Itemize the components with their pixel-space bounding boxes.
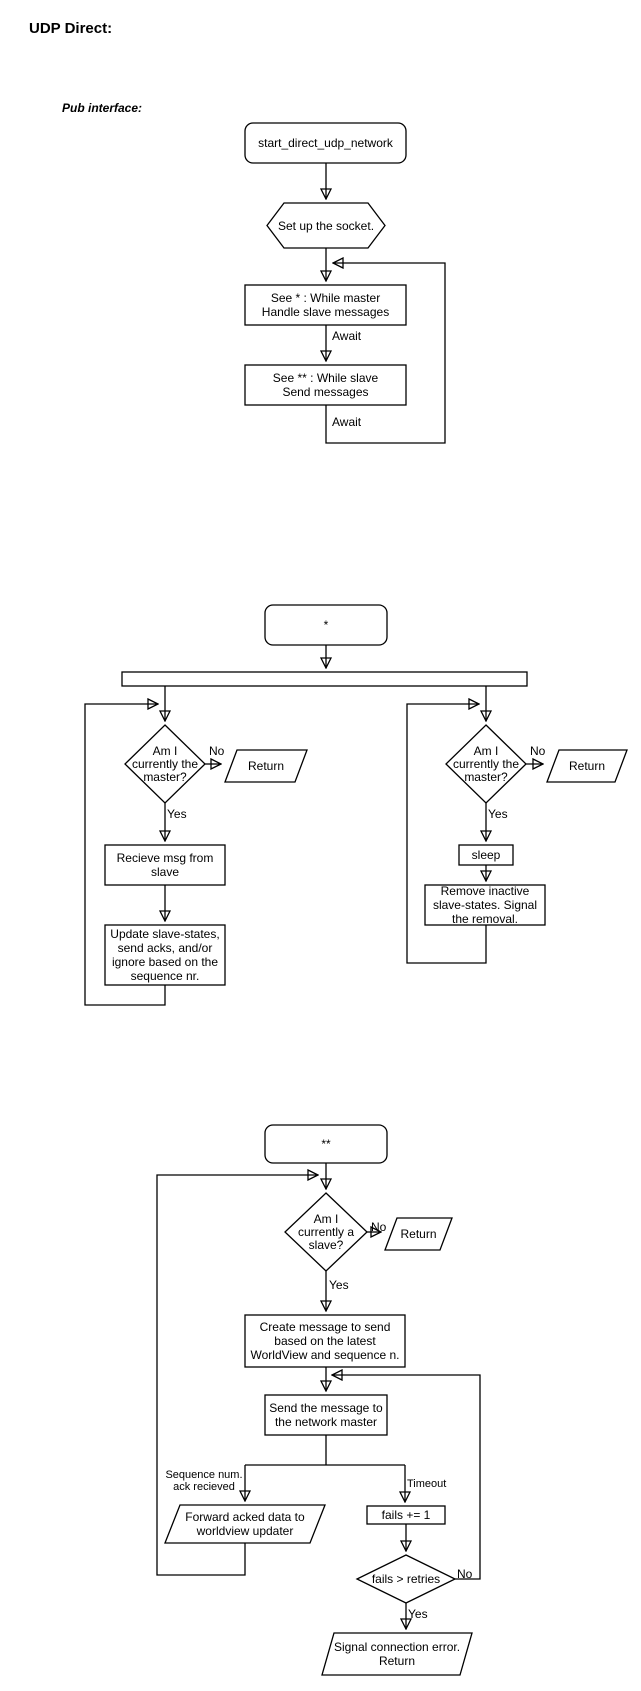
shape-remove-box bbox=[424, 884, 546, 926]
connector-forward-loop bbox=[156, 1175, 318, 1576]
node-while-slave: See ** : While slave Send messages bbox=[272, 371, 379, 399]
shape-while-master-box bbox=[244, 284, 407, 326]
shape-update-box bbox=[104, 924, 226, 986]
edge-label-retry-no: No bbox=[457, 1567, 473, 1581]
shape-fails-box bbox=[366, 1505, 446, 1525]
node-fails-increment: fails += 1 bbox=[381, 1508, 431, 1522]
node-left-return: Return bbox=[247, 759, 285, 773]
shape-signal-parallelogram bbox=[321, 1632, 473, 1676]
shape-create-box bbox=[244, 1314, 406, 1368]
node-create-message: Create message to send based on the late… bbox=[250, 1320, 400, 1362]
pub-flow-shapes bbox=[244, 122, 446, 444]
node-while-master: See * : While master Handle slave messag… bbox=[261, 291, 390, 319]
shape-left-return bbox=[224, 749, 308, 783]
node-fails-check: fails > retries bbox=[371, 1571, 441, 1586]
shape-left-question-diamond bbox=[124, 724, 206, 804]
shape-setup-hexagon bbox=[266, 202, 386, 249]
edge-label-right-yes: Yes bbox=[488, 807, 508, 821]
edge-label-ack-received: Sequence num. ack recieved bbox=[165, 1469, 243, 1493]
node-doublestar-ref: ** bbox=[321, 1137, 331, 1151]
edge-label-left-no: No bbox=[209, 744, 225, 758]
shape-fork-bar bbox=[121, 671, 528, 687]
edge-label-slave-no: No bbox=[371, 1220, 387, 1234]
shape-fails-check-diamond bbox=[355, 1554, 457, 1604]
connector-right-loop bbox=[406, 704, 487, 964]
node-start: start_direct_udp_network bbox=[258, 136, 393, 150]
shape-forward-parallelogram bbox=[164, 1504, 326, 1544]
pub-interface-label: Pub interface: bbox=[62, 101, 143, 115]
shape-start-box bbox=[244, 122, 407, 164]
master-flow-shapes bbox=[84, 604, 628, 1006]
edge-label-await-master: Await bbox=[332, 329, 362, 343]
node-remove-inactive: Remove inactive slave-states. Signal the… bbox=[432, 884, 538, 926]
node-slave-return: Return bbox=[400, 1227, 437, 1241]
shape-slave-question-diamond bbox=[284, 1192, 368, 1272]
node-forward-acked: Forward acked data to worldview updater bbox=[185, 1510, 305, 1538]
connector-await-loop bbox=[325, 263, 446, 444]
shape-receive-box bbox=[104, 844, 226, 886]
node-right-return: Return bbox=[568, 759, 606, 773]
node-sleep: sleep bbox=[471, 848, 501, 862]
slave-flow-shapes bbox=[156, 1124, 481, 1676]
shape-sleep-box bbox=[458, 844, 514, 866]
node-left-question: Am I currently the master? bbox=[131, 743, 199, 784]
shape-while-slave-box bbox=[244, 364, 407, 406]
node-update-states: Update slave-states, send acks, and/or i… bbox=[110, 927, 220, 983]
shape-send-box bbox=[264, 1394, 388, 1436]
shape-slave-return bbox=[384, 1217, 453, 1251]
shape-right-return bbox=[546, 749, 628, 783]
connector-left-loop bbox=[84, 704, 166, 1006]
node-slave-question: Am I currently a slave? bbox=[297, 1211, 355, 1252]
node-send-message: Send the message to the network master bbox=[269, 1401, 383, 1429]
edge-label-await-slave: Await bbox=[332, 415, 362, 429]
shape-doublestar-ref-box bbox=[264, 1124, 388, 1164]
shape-right-question-diamond bbox=[445, 724, 527, 804]
edge-label-timeout: Timeout bbox=[407, 1477, 447, 1490]
page-title: UDP Direct: bbox=[29, 20, 113, 37]
node-receive-msg: Recieve msg from slave bbox=[116, 851, 214, 879]
edge-label-retry-yes: Yes bbox=[408, 1607, 428, 1621]
node-signal-error: Signal connection error. Return bbox=[333, 1640, 461, 1668]
shape-star-ref-box bbox=[264, 604, 388, 646]
edge-label-slave-yes: Yes bbox=[329, 1278, 349, 1292]
node-star-ref: * bbox=[323, 618, 329, 632]
node-right-question: Am I currently the master? bbox=[452, 743, 520, 784]
edge-label-right-no: No bbox=[530, 744, 546, 758]
connector-retry-loop bbox=[332, 1375, 481, 1580]
edge-label-left-yes: Yes bbox=[167, 807, 187, 821]
node-setup-socket: Set up the socket. bbox=[277, 218, 375, 233]
